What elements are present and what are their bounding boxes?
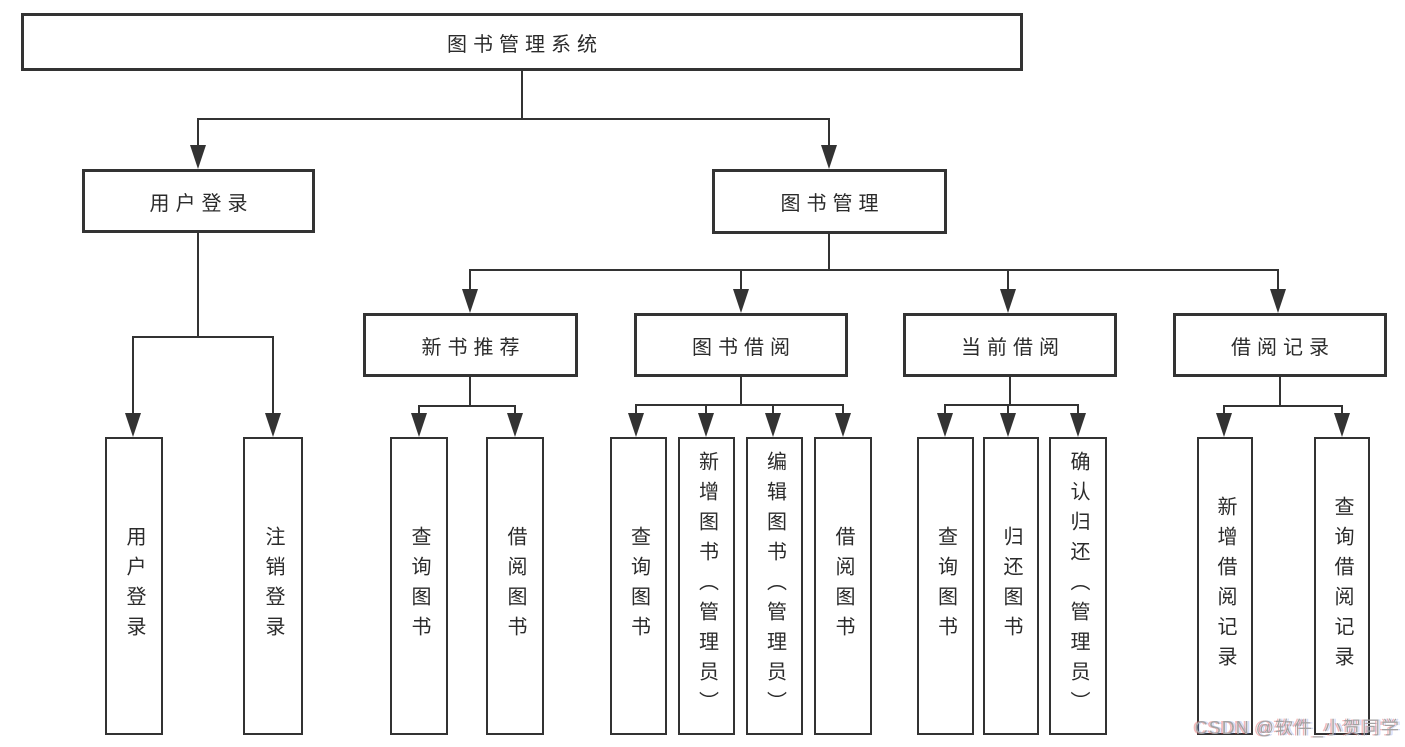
arrowhead-leaf-login	[125, 413, 141, 437]
arrowhead-bb-add	[698, 413, 714, 437]
arrowhead-newbook	[462, 289, 478, 313]
node-book-borrowing: 图书借阅	[634, 313, 848, 377]
connector-records-stub	[1279, 377, 1281, 406]
connector-borrowing-bus	[636, 404, 844, 406]
connector-book-mgmt-stub	[828, 234, 830, 271]
leaf-current-query-books-label: 查询图书	[934, 526, 957, 646]
connector-user-login-drop	[197, 118, 199, 147]
leaf-user-login: 用户登录	[105, 437, 163, 735]
arrowhead-nb-borrow	[507, 413, 523, 437]
leaf-current-confirm-return-admin: 确认归还（管理员）	[1049, 437, 1107, 735]
connector-level3-bus	[470, 269, 1279, 271]
node-borrow-records-label: 借阅记录	[1231, 336, 1335, 359]
node-new-book-recommend-label: 新书推荐	[421, 336, 526, 359]
connector-cb-confirm-drop	[1077, 404, 1079, 415]
connector-br-add-drop	[1223, 405, 1225, 415]
arrowhead-user-login	[190, 145, 206, 169]
watermark: CSDN @软件_小贺同学	[1194, 718, 1400, 738]
node-user-login-label: 用户登录	[149, 192, 254, 215]
arrowhead-nb-query	[411, 413, 427, 437]
connector-bb-add-drop	[705, 404, 707, 415]
arrowhead-cb-query	[937, 413, 953, 437]
leaf-borrowing-borrow-books-label: 借阅图书	[832, 526, 854, 646]
node-new-book-recommend: 新书推荐	[363, 313, 578, 377]
arrowhead-br-add	[1216, 413, 1232, 437]
connector-cb-query-drop	[944, 404, 946, 415]
connector-borrowing-stub	[740, 377, 742, 405]
connector-bb-borrow-drop	[842, 404, 844, 415]
connector-newbook-stub	[469, 377, 471, 406]
leaf-borrowing-edit-books-admin-label: 编辑图书（管理员）	[763, 451, 786, 721]
connector-newbook-drop	[469, 269, 471, 291]
leaf-current-query-books: 查询图书	[917, 437, 974, 735]
arrowhead-current	[1000, 289, 1016, 313]
connector-leaf-login-drop	[132, 336, 134, 415]
connector-bb-edit-drop	[772, 404, 774, 415]
leaf-records-add-record-label: 新增借阅记录	[1214, 496, 1236, 676]
node-borrow-records: 借阅记录	[1173, 313, 1387, 377]
arrowhead-bb-query	[628, 413, 644, 437]
connector-nb-borrow-drop	[514, 405, 516, 415]
connector-br-query-drop	[1341, 405, 1343, 415]
connector-borrowing-drop	[740, 269, 742, 291]
connector-nb-query-drop	[418, 405, 420, 415]
connector-user-login-stub	[197, 233, 199, 336]
leaf-user-login-label: 用户登录	[123, 526, 145, 646]
node-library-system: 图书管理系统	[21, 13, 1023, 71]
leaf-borrowing-add-books-admin: 新增图书（管理员）	[678, 437, 735, 735]
leaf-records-query-record-label: 查询借阅记录	[1331, 496, 1353, 676]
leaf-borrowing-add-books-admin-label: 新增图书（管理员）	[695, 451, 718, 721]
connector-records-bus	[1224, 405, 1343, 407]
connector-current-stub	[1009, 377, 1011, 405]
leaf-records-query-record: 查询借阅记录	[1314, 437, 1370, 735]
connector-root-stub	[521, 71, 523, 118]
leaf-current-return-books: 归还图书	[983, 437, 1039, 735]
node-user-login: 用户登录	[82, 169, 315, 233]
arrowhead-bb-edit	[765, 413, 781, 437]
connector-cb-return-drop	[1007, 404, 1009, 415]
arrowhead-bb-borrow	[835, 413, 851, 437]
node-library-system-label: 图书管理系统	[447, 33, 603, 56]
connector-current-drop	[1007, 269, 1009, 291]
connector-book-mgmt-drop	[828, 118, 830, 147]
connector-leaf-logout-drop	[272, 336, 274, 415]
arrowhead-br-query	[1334, 413, 1350, 437]
arrowhead-cb-confirm	[1070, 413, 1086, 437]
node-book-management-label: 图书管理	[780, 193, 885, 215]
leaf-borrowing-borrow-books: 借阅图书	[814, 437, 872, 735]
leaf-current-confirm-return-admin-label: 确认归还（管理员）	[1067, 451, 1089, 721]
leaf-borrowing-edit-books-admin: 编辑图书（管理员）	[746, 437, 803, 735]
node-book-borrowing-label: 图书借阅	[692, 336, 796, 359]
arrowhead-records	[1270, 289, 1286, 313]
node-current-borrowing: 当前借阅	[903, 313, 1117, 377]
connector-level2-bus	[198, 118, 830, 120]
leaf-borrowing-query-books: 查询图书	[610, 437, 667, 735]
node-current-borrowing-label: 当前借阅	[961, 336, 1065, 359]
leaf-newbook-query-books-label: 查询图书	[408, 526, 430, 646]
connector-user-login-bus	[133, 336, 274, 338]
leaf-current-return-books-label: 归还图书	[1000, 526, 1022, 646]
arrowhead-leaf-logout	[265, 413, 281, 437]
leaf-logout: 注销登录	[243, 437, 303, 735]
leaf-newbook-borrow-books: 借阅图书	[486, 437, 544, 735]
leaf-newbook-borrow-books-label: 借阅图书	[504, 526, 526, 646]
leaf-records-add-record: 新增借阅记录	[1197, 437, 1253, 735]
arrowhead-book-mgmt	[821, 145, 837, 169]
leaf-logout-label: 注销登录	[262, 526, 284, 646]
arrowhead-cb-return	[1000, 413, 1016, 437]
leaf-newbook-query-books: 查询图书	[390, 437, 448, 735]
connector-bb-query-drop	[635, 404, 637, 415]
connector-current-bus	[945, 404, 1079, 406]
node-book-management: 图书管理	[712, 169, 947, 234]
connector-records-drop	[1277, 269, 1279, 291]
leaf-borrowing-query-books-label: 查询图书	[627, 526, 650, 646]
arrowhead-borrowing	[733, 289, 749, 313]
connector-newbook-bus	[419, 405, 516, 407]
